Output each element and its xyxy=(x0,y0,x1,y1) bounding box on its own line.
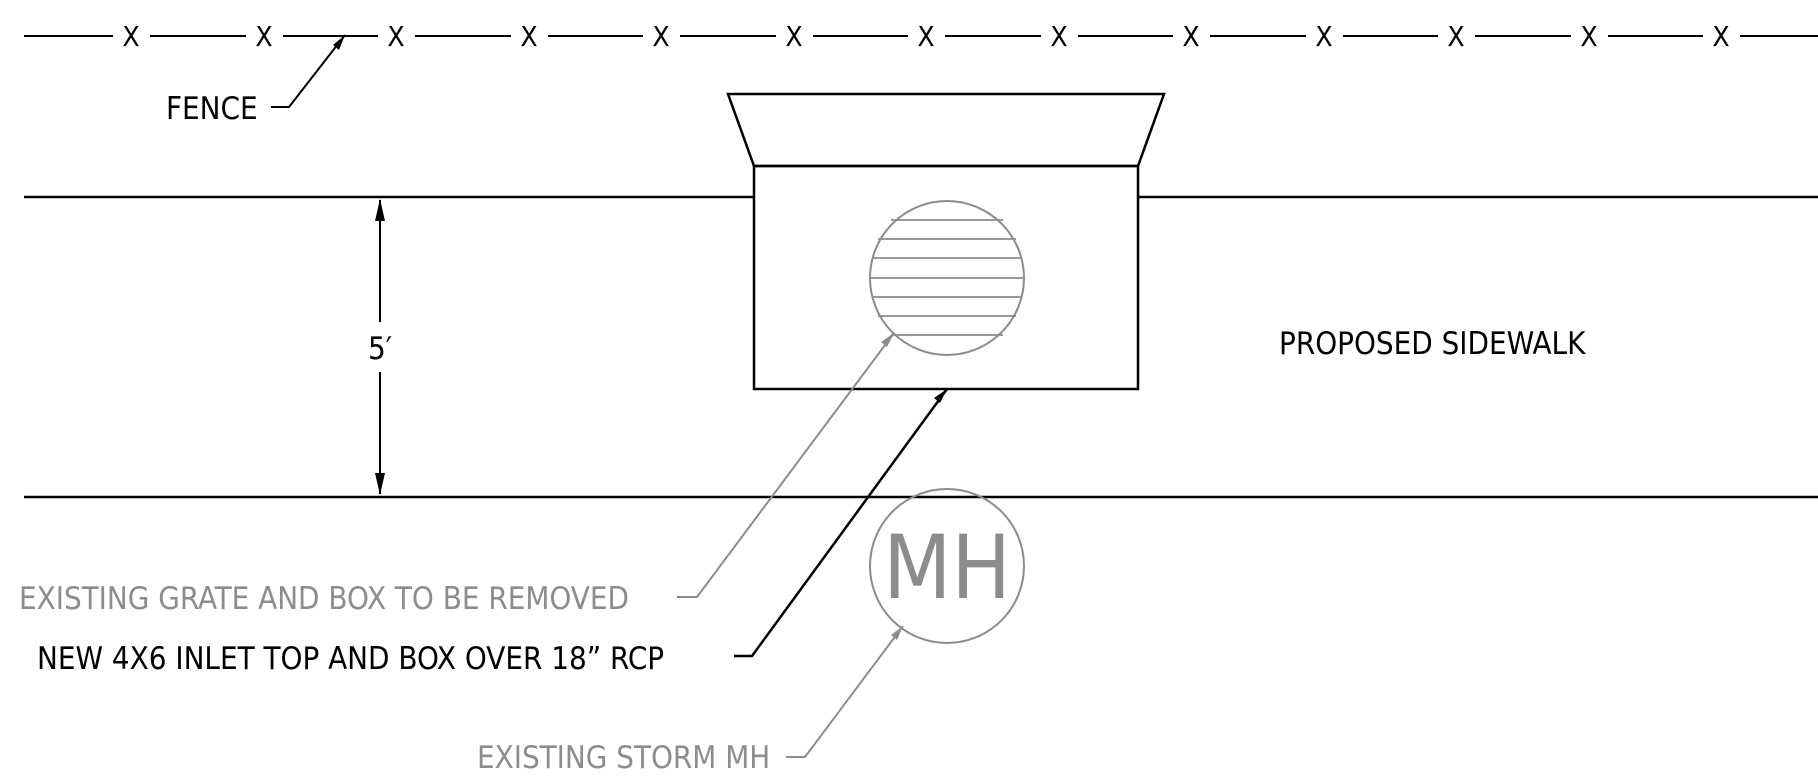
fence-marker: X xyxy=(1447,20,1464,53)
inlet-top xyxy=(726,92,1166,168)
existing-grate-arrowhead xyxy=(881,333,894,347)
fence-marker: X xyxy=(1712,20,1729,53)
new-inlet-label: NEW 4X6 INLET TOP AND BOX OVER 18” RCP xyxy=(37,641,664,677)
existing-storm-mh-callout: EXISTING STORM MH xyxy=(477,625,904,776)
sidewalk-edges xyxy=(24,195,1818,499)
fence-marker: X xyxy=(122,20,139,53)
dimension-arrow-bottom xyxy=(375,473,385,495)
fence-marker: X xyxy=(255,20,272,53)
fence-marker: X xyxy=(1580,20,1597,53)
fence-marker: X xyxy=(1182,20,1199,53)
new-inlet-arrowhead xyxy=(934,389,947,403)
fence-marker: X xyxy=(1315,20,1332,53)
new-inlet-callout: NEW 4X6 INLET TOP AND BOX OVER 18” RCP xyxy=(37,388,949,677)
existing-grate-leader xyxy=(677,332,895,598)
fence-marker: X xyxy=(785,20,802,53)
width-dimension: 5′ xyxy=(368,199,392,495)
dimension-arrow-top xyxy=(375,199,385,221)
existing-storm-mh-leader xyxy=(786,625,904,758)
new-inlet xyxy=(726,92,1166,391)
fence-marker: X xyxy=(1050,20,1067,53)
existing-grate-callout: EXISTING GRATE AND BOX TO BE REMOVED xyxy=(19,332,895,617)
existing-storm-mh-arrowhead xyxy=(891,626,903,640)
fence-markers: X X X X X X X X X X X X X xyxy=(122,20,1729,53)
existing-grate xyxy=(869,200,1025,356)
fence-callout: FENCE xyxy=(166,34,346,127)
grate-bars xyxy=(870,219,1024,336)
fence-leader-arrowhead xyxy=(333,35,345,50)
dimension-label: 5′ xyxy=(368,331,392,367)
fence-leader xyxy=(271,34,346,108)
existing-grate-label: EXISTING GRATE AND BOX TO BE REMOVED xyxy=(19,581,629,617)
existing-storm-mh-label: EXISTING STORM MH xyxy=(477,740,770,776)
fence-marker: X xyxy=(387,20,404,53)
manhole-tag: MH xyxy=(883,516,1011,619)
fence-label: FENCE xyxy=(166,91,258,127)
new-inlet-leader xyxy=(734,388,949,658)
proposed-sidewalk-label: PROPOSED SIDEWALK xyxy=(1279,326,1586,362)
fence-line: X X X X X X X X X X X X X xyxy=(24,20,1818,53)
existing-manhole: MH xyxy=(869,488,1025,644)
fence-marker: X xyxy=(917,20,934,53)
fence-marker: X xyxy=(520,20,537,53)
fence-marker: X xyxy=(652,20,669,53)
